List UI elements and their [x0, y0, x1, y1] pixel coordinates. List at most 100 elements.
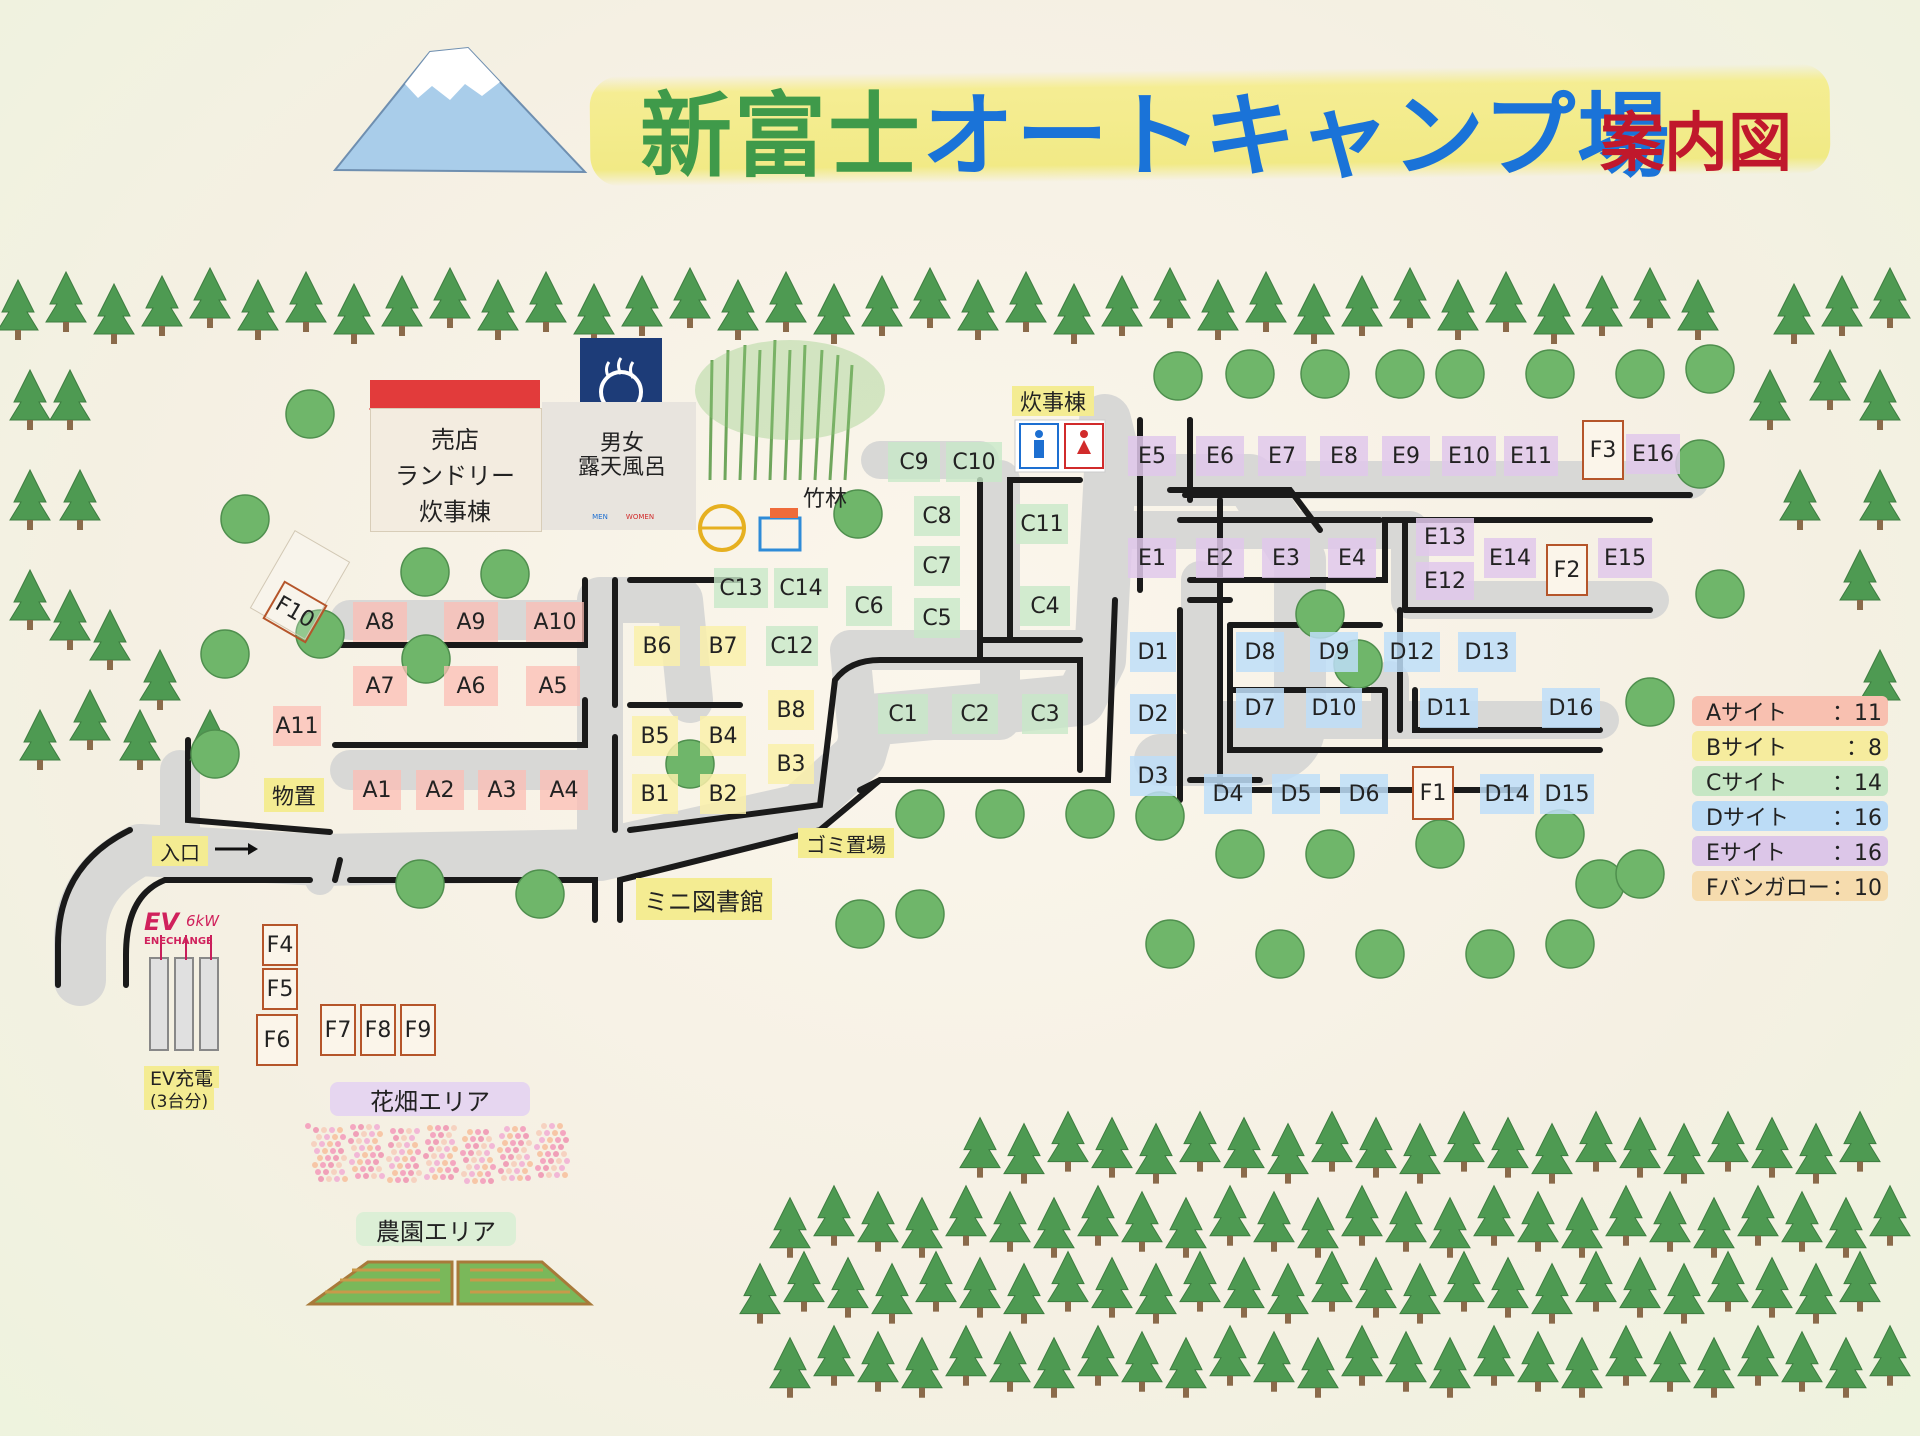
- pine-tree-icon: [1429, 1196, 1471, 1258]
- site-f2[interactable]: F2: [1546, 544, 1588, 596]
- site-d16[interactable]: D16: [1542, 688, 1600, 728]
- site-a10[interactable]: A10: [526, 602, 584, 642]
- pine-tree-icon: [1443, 1110, 1485, 1172]
- site-b4[interactable]: B4: [700, 716, 746, 756]
- site-d8[interactable]: D8: [1236, 632, 1284, 672]
- round-tree-icon: [515, 869, 565, 919]
- site-e6[interactable]: E6: [1196, 436, 1244, 476]
- pine-tree-icon: [1135, 1262, 1177, 1324]
- site-e3[interactable]: E3: [1262, 538, 1310, 578]
- shop-label: 売店: [431, 425, 479, 454]
- site-e9[interactable]: E9: [1382, 436, 1430, 476]
- ev-brand: EV 6kW ENECHANGE: [144, 908, 234, 954]
- site-c10[interactable]: C10: [946, 442, 1002, 482]
- site-d6[interactable]: D6: [1340, 774, 1388, 814]
- pine-tree-icon: [1297, 1196, 1339, 1258]
- pine-tree-icon: [381, 274, 423, 336]
- site-b6[interactable]: B6: [634, 626, 680, 666]
- site-d14[interactable]: D14: [1480, 774, 1534, 814]
- pine-tree-icon: [1293, 282, 1335, 344]
- site-e4[interactable]: E4: [1328, 538, 1376, 578]
- site-c4[interactable]: C4: [1020, 586, 1070, 626]
- pine-tree-icon: [1575, 1110, 1617, 1172]
- site-e7[interactable]: E7: [1258, 436, 1306, 476]
- site-d4[interactable]: D4: [1204, 774, 1252, 814]
- site-c6[interactable]: C6: [846, 586, 892, 626]
- site-e12[interactable]: E12: [1416, 562, 1474, 600]
- site-a1[interactable]: A1: [353, 770, 401, 810]
- site-c5[interactable]: C5: [914, 598, 960, 638]
- site-a4[interactable]: A4: [540, 770, 588, 810]
- site-e15[interactable]: E15: [1598, 538, 1652, 578]
- site-e16[interactable]: E16: [1626, 434, 1680, 474]
- site-c2[interactable]: C2: [952, 694, 998, 734]
- site-f7[interactable]: F7: [320, 1004, 356, 1056]
- site-b5[interactable]: B5: [632, 716, 678, 756]
- site-d10[interactable]: D10: [1306, 688, 1362, 728]
- site-d1[interactable]: D1: [1130, 632, 1176, 672]
- site-a7[interactable]: A7: [353, 666, 407, 706]
- pine-tree-icon: [669, 266, 711, 328]
- legend-row-b: Bサイト：8: [1692, 731, 1888, 761]
- site-b2[interactable]: B2: [700, 774, 746, 814]
- round-tree-icon: [1375, 349, 1425, 399]
- pine-tree-icon: [909, 266, 951, 328]
- site-d5[interactable]: D5: [1272, 774, 1320, 814]
- site-a8[interactable]: A8: [353, 602, 407, 642]
- trees: [0, 266, 1911, 1398]
- site-c9[interactable]: C9: [888, 442, 940, 482]
- site-d2[interactable]: D2: [1130, 694, 1176, 734]
- site-d3[interactable]: D3: [1130, 756, 1176, 796]
- farm-label: 農園エリア: [356, 1212, 516, 1246]
- site-c14[interactable]: C14: [774, 568, 828, 608]
- site-c3[interactable]: C3: [1022, 694, 1068, 734]
- site-f4[interactable]: F4: [262, 924, 298, 966]
- site-d15[interactable]: D15: [1540, 774, 1594, 814]
- site-e8[interactable]: E8: [1320, 436, 1368, 476]
- site-e11[interactable]: E11: [1504, 436, 1558, 476]
- site-f1[interactable]: F1: [1412, 766, 1454, 820]
- site-e10[interactable]: E10: [1442, 436, 1496, 476]
- pine-tree-icon: [1531, 1262, 1573, 1324]
- kitchen-label-2: 炊事棟: [1012, 386, 1095, 416]
- site-f9[interactable]: F9: [400, 1004, 436, 1056]
- site-c1[interactable]: C1: [878, 694, 928, 734]
- site-e13[interactable]: E13: [1416, 518, 1474, 556]
- site-a6[interactable]: A6: [444, 666, 498, 706]
- site-a9[interactable]: A9: [444, 602, 498, 642]
- round-tree-icon: [1415, 819, 1465, 869]
- site-a11[interactable]: A11: [273, 706, 321, 746]
- pine-tree-icon: [1605, 1184, 1647, 1246]
- site-d12[interactable]: D12: [1384, 632, 1440, 672]
- site-d9[interactable]: D9: [1310, 632, 1358, 672]
- site-a5[interactable]: A5: [526, 666, 580, 706]
- site-b7[interactable]: B7: [700, 626, 746, 666]
- site-e14[interactable]: E14: [1484, 538, 1536, 578]
- site-d7[interactable]: D7: [1236, 688, 1284, 728]
- site-c13[interactable]: C13: [714, 568, 768, 608]
- site-b8[interactable]: B8: [768, 690, 814, 730]
- site-e2[interactable]: E2: [1196, 538, 1244, 578]
- site-c12[interactable]: C12: [766, 626, 818, 666]
- site-f5[interactable]: F5: [262, 968, 298, 1010]
- pine-tree-icon: [1693, 1336, 1735, 1398]
- site-d13[interactable]: D13: [1458, 632, 1516, 672]
- site-b3[interactable]: B3: [768, 744, 814, 784]
- site-d11[interactable]: D11: [1420, 688, 1478, 728]
- site-e1[interactable]: E1: [1128, 538, 1176, 578]
- ev-kw: 6kW: [186, 912, 220, 930]
- site-c7[interactable]: C7: [914, 546, 960, 586]
- site-a3[interactable]: A3: [478, 770, 526, 810]
- site-a2[interactable]: A2: [416, 770, 464, 810]
- site-b1[interactable]: B1: [632, 774, 678, 814]
- site-f3[interactable]: F3: [1582, 420, 1624, 480]
- pine-tree-icon: [1091, 1116, 1133, 1178]
- legend-row-e: Eサイト：16: [1692, 836, 1888, 866]
- mount-fuji-icon: [332, 46, 588, 174]
- site-f8[interactable]: F8: [360, 1004, 396, 1056]
- site-c8[interactable]: C8: [914, 496, 960, 536]
- site-e5[interactable]: E5: [1128, 436, 1176, 476]
- site-f6[interactable]: F6: [256, 1014, 298, 1066]
- site-c11[interactable]: C11: [1016, 504, 1068, 544]
- pine-tree-icon: [1033, 1336, 1075, 1398]
